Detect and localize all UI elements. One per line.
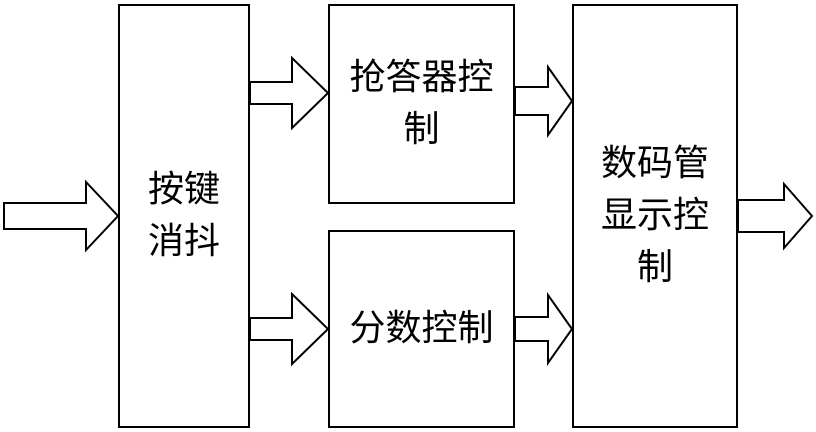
input-arrow <box>3 179 120 253</box>
display-control-label-line2: 显示控 <box>600 195 709 236</box>
buzzer-control-block: 抢答器控 制 <box>328 4 515 204</box>
buzzer-control-label-line2: 制 <box>403 109 440 150</box>
arrow-debounce-to-buzzer <box>249 55 330 131</box>
display-control-label-line1: 数码管 <box>600 143 709 184</box>
score-control-label-line1: 分数控制 <box>349 308 494 349</box>
arrow-buzzer-to-display <box>514 63 574 139</box>
display-control-label: 数码管 显示控 制 <box>601 138 709 294</box>
buzzer-control-label: 抢答器控 制 <box>349 52 493 156</box>
score-control-block: 分数控制 <box>328 230 515 428</box>
arrow-score-to-display <box>514 291 574 367</box>
debounce-label-line1: 按键 <box>147 169 220 210</box>
debounce-label: 按键 消抖 <box>148 164 220 268</box>
buzzer-control-label-line1: 抢答器控 <box>349 57 494 98</box>
display-control-block: 数码管 显示控 制 <box>572 4 738 428</box>
debounce-block: 按键 消抖 <box>118 4 250 428</box>
debounce-label-line2: 消抖 <box>147 221 220 262</box>
arrow-debounce-to-score <box>249 291 330 367</box>
output-arrow <box>737 181 814 251</box>
score-control-label: 分数控制 <box>349 303 493 355</box>
display-control-label-line3: 制 <box>636 247 673 288</box>
